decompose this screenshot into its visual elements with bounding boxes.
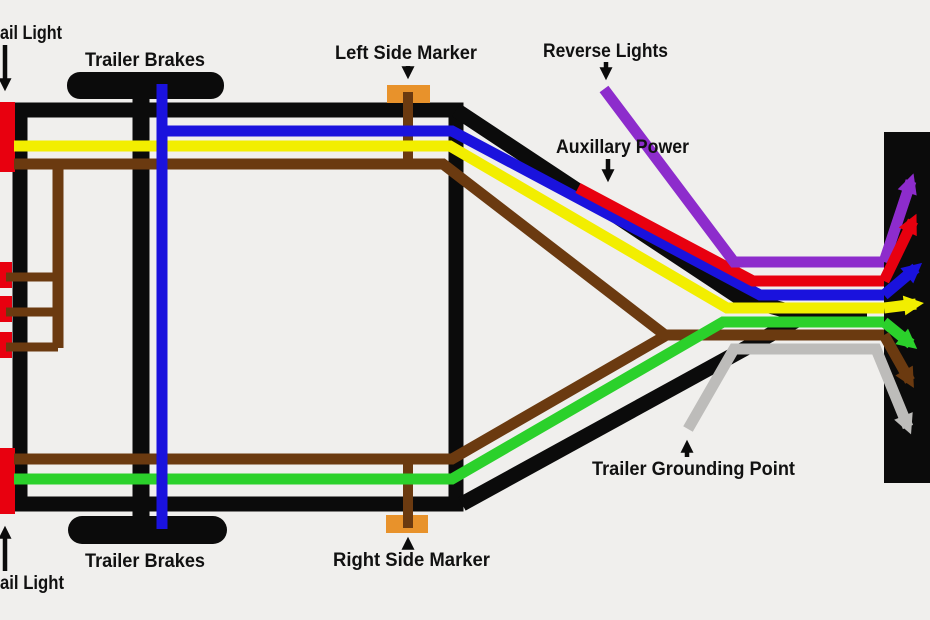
gray-ground-wire <box>683 343 914 435</box>
green-wire <box>14 316 884 485</box>
yellow-pin-arrow <box>883 295 924 316</box>
trailer-frame-rect <box>12 102 464 512</box>
trailer-brakes-top-label: Trailer Brakes <box>85 50 205 71</box>
trailer-brakes-bottom-label: Trailer Brakes <box>85 551 205 572</box>
purple-pin-arrow <box>878 173 917 264</box>
yellow-wire <box>14 140 884 314</box>
red-pin-arrow <box>879 213 918 284</box>
left-side-marker-label: Left Side Marker <box>335 43 478 64</box>
blue-brake-wire <box>162 125 884 301</box>
trailer-grounding-point-label: Trailer Grounding Point <box>592 459 796 480</box>
bottom-wheel-brake <box>68 516 227 544</box>
brown-pin-arrow <box>879 332 915 388</box>
reverse-lights-label: Reverse Lights <box>543 41 668 62</box>
right-side-marker-label: Right Side Marker <box>333 550 491 571</box>
blue-pin-arrow <box>880 262 923 300</box>
tail-light-top-label: ail Light <box>0 23 63 44</box>
tail-light-lamp-top <box>0 102 15 172</box>
brown-wire-main <box>14 158 884 341</box>
red-aux-power-wire <box>575 183 884 287</box>
auxillary-power-label: Auxillary Power <box>556 137 690 158</box>
tail-light-lamp-bottom <box>0 448 15 514</box>
tail-light-bottom-label: ail Light <box>0 573 65 594</box>
green-pin-arrow <box>880 317 918 350</box>
purple-reverse-wire <box>599 85 884 268</box>
